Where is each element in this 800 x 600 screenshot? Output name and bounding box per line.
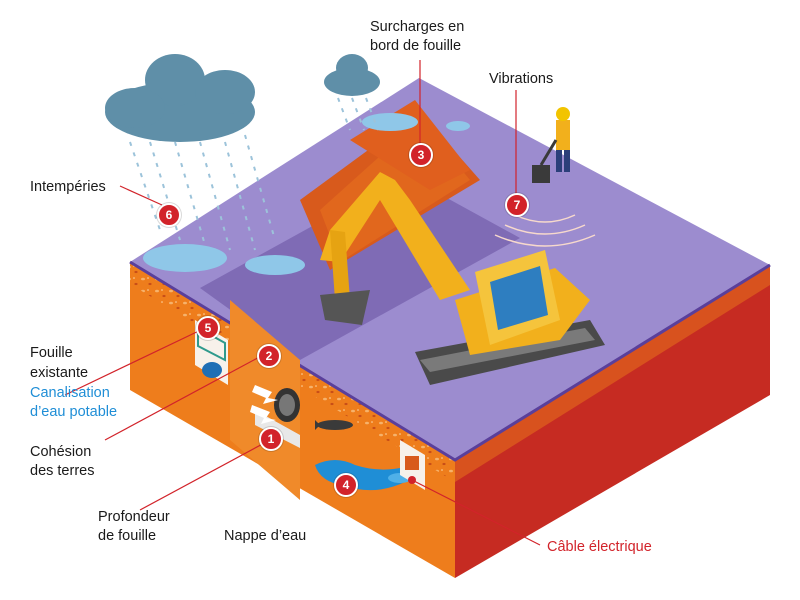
rain-cloud-large: [105, 54, 276, 251]
label-cohesion-line2: des terres: [30, 463, 95, 479]
label-profondeur-line2: de fouille: [98, 528, 157, 544]
excavator: [320, 172, 605, 385]
leader-cable: [411, 479, 541, 546]
marker-2: 2: [257, 344, 281, 368]
vibration-waves: [494, 214, 596, 247]
marker-7: 7: [505, 193, 529, 217]
marker-4: 4: [334, 473, 358, 497]
label-nappe: Nappe d’eau: [224, 528, 307, 544]
label-intemperies: Intempéries: [30, 179, 106, 195]
label-fouille-line1: Fouille: [30, 345, 73, 361]
label-profondeur-line1: Profondeur: [98, 509, 170, 525]
cable-duct: [400, 440, 425, 490]
marker-1: 1: [259, 427, 283, 451]
label-cohesion-line1: Cohésion: [30, 444, 92, 460]
label-surcharges-line2: bord de fouille: [370, 38, 462, 54]
ground-right-face: [455, 265, 770, 578]
surface-puddles: [143, 113, 470, 275]
leader-cohesion: [104, 353, 266, 441]
marker-6: 6: [157, 203, 181, 227]
label-vibrations: Vibrations: [489, 71, 554, 87]
label-fouille-line2: existante: [30, 365, 89, 381]
leader-intemperies: [119, 185, 163, 206]
excavator-boom: [320, 172, 470, 300]
topsoil-band-right: [455, 265, 770, 482]
soil-pressure-arrows: [250, 385, 278, 424]
leader-lines: [64, 60, 541, 546]
leader-fouille: [64, 327, 206, 396]
marker-3: 3: [409, 143, 433, 167]
label-canalisation-line1: Canalisation: [30, 385, 110, 401]
buried-shell: [315, 420, 353, 430]
marker-5: 5: [196, 316, 220, 340]
leader-profondeur: [139, 439, 271, 511]
label-canalisation-line2: d’eau potable: [30, 404, 118, 420]
trench-floor: [200, 175, 520, 360]
label-surcharges-line1: Surcharges en: [370, 19, 465, 35]
worker-with-compactor: [532, 107, 570, 183]
excavator-arm: [330, 230, 350, 300]
label-cable: Câble électrique: [547, 539, 652, 555]
excavator-bucket: [320, 290, 370, 325]
rain-cloud-small: [324, 54, 380, 131]
